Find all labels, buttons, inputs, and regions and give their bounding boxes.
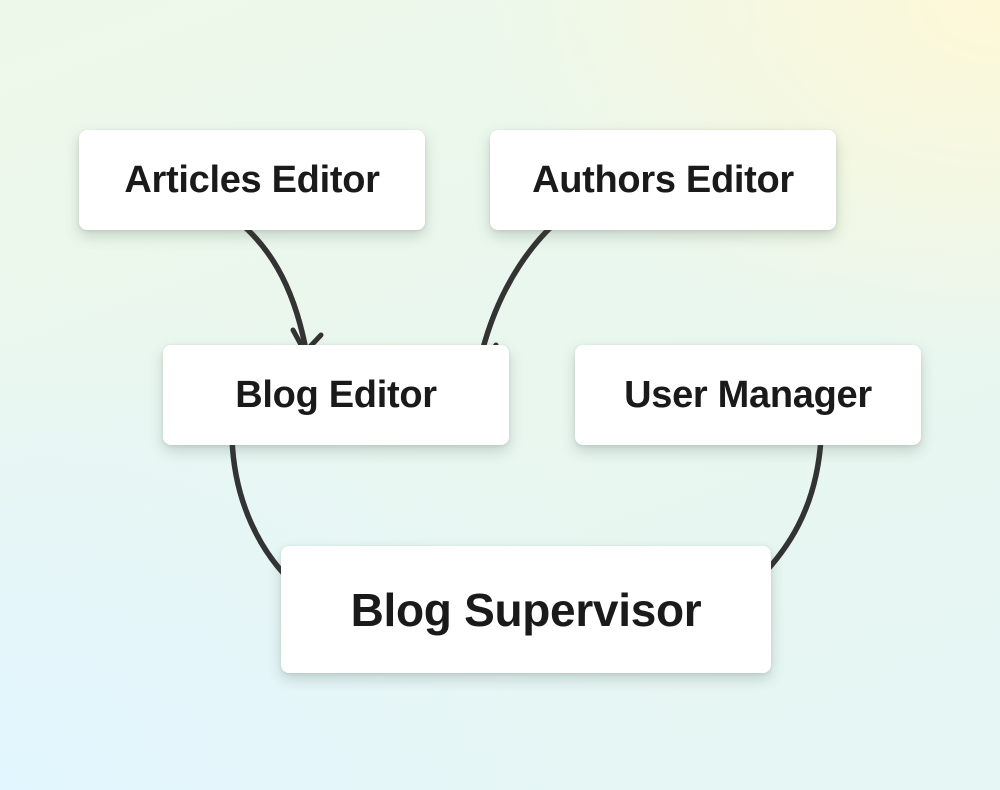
node-user-manager: User Manager bbox=[575, 345, 921, 445]
node-blog-editor: Blog Editor bbox=[163, 345, 509, 445]
node-label: Blog Editor bbox=[235, 373, 437, 416]
arrow-articles-to-blog-editor bbox=[235, 218, 324, 355]
node-label: Authors Editor bbox=[532, 158, 794, 201]
arrow-authors-to-blog-editor bbox=[466, 210, 570, 367]
node-articles-editor: Articles Editor bbox=[79, 130, 425, 230]
node-blog-supervisor: Blog Supervisor bbox=[281, 546, 771, 673]
node-label: Blog Supervisor bbox=[350, 583, 702, 636]
node-authors-editor: Authors Editor bbox=[490, 130, 836, 230]
node-label: Articles Editor bbox=[124, 158, 380, 201]
node-label: User Manager bbox=[624, 373, 872, 416]
